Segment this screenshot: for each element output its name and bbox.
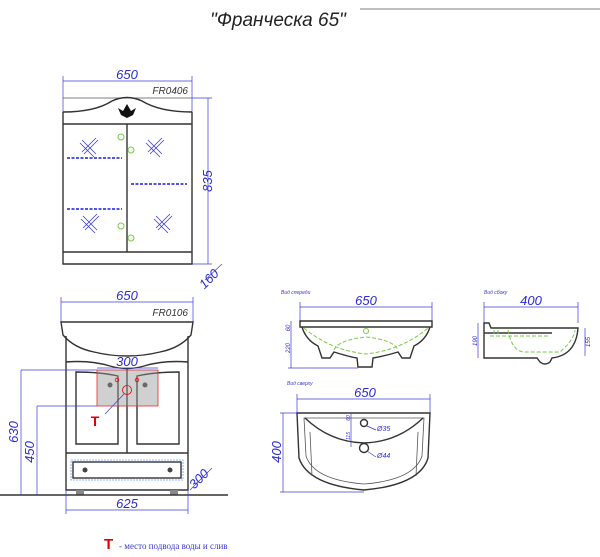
vanity-drawing: 650 FR0106 T 300 630 450 300 625 — [0, 288, 228, 514]
ornament-icon — [118, 104, 136, 118]
door-left — [75, 371, 119, 445]
mirror-height-dim: 835 — [200, 169, 215, 191]
glass-sparkle-icon — [79, 137, 173, 234]
side-dim-155: 155 — [586, 336, 592, 347]
vanity-code: FR0106 — [152, 308, 188, 319]
front-width-dim: 650 — [355, 293, 377, 308]
legend-text: - место подвода воды и слив — [119, 541, 228, 551]
top-width-dim: 650 — [354, 385, 376, 400]
hole-44-dim: Ø44 — [376, 453, 390, 460]
front-view-label: Вид спереди — [281, 290, 311, 296]
sink-front-view: Вид спереди 650 60 220 — [281, 290, 433, 369]
drain-hole — [358, 442, 370, 454]
top-depth-dim: 400 — [269, 440, 284, 462]
mirror-cabinet-drawing: 650 FR0406 835 160 — [62, 67, 222, 292]
sink-side-view: Вид сбоку 400 190 155 — [473, 290, 592, 365]
height-450-dim: 450 — [22, 440, 37, 462]
mirror-depth-dim: 160 — [196, 265, 222, 291]
knob — [117, 222, 125, 230]
vanity-depth-dim: 300 — [186, 465, 212, 491]
marker-t: T — [91, 413, 100, 429]
zone-width-dim: 300 — [116, 354, 138, 369]
mirror-width-dim: 650 — [116, 67, 138, 82]
vanity-width-dim: 650 — [116, 288, 138, 303]
water-supply-zone — [96, 369, 159, 407]
sink-top-view: Вид сверху 650 Ø35 Ø44 60 115 400 — [269, 381, 431, 493]
top-view-label: Вид сверху — [287, 381, 313, 387]
drawer — [72, 461, 182, 479]
faucet-hole — [359, 418, 369, 428]
door-right — [136, 371, 180, 445]
knob — [117, 133, 125, 141]
height-630-dim: 630 — [6, 420, 21, 442]
body-width-dim: 625 — [116, 496, 138, 511]
front-dim-60: 60 — [286, 324, 292, 331]
hole-35-dim: Ø35 — [376, 426, 390, 433]
knob — [127, 234, 135, 242]
page-title: "Франческа 65" — [210, 10, 347, 31]
side-width-dim: 400 — [520, 293, 542, 308]
mirror-code: FR0406 — [152, 86, 188, 97]
top-dim-60: 60 — [346, 415, 352, 421]
top-dim-115: 115 — [346, 432, 352, 440]
front-dim-220: 220 — [286, 342, 292, 354]
side-view-label: Вид сбоку — [484, 290, 508, 296]
legend-marker: T — [104, 536, 113, 553]
basin-outline — [60, 321, 194, 357]
side-dim-190: 190 — [473, 335, 479, 346]
knob — [127, 146, 135, 154]
